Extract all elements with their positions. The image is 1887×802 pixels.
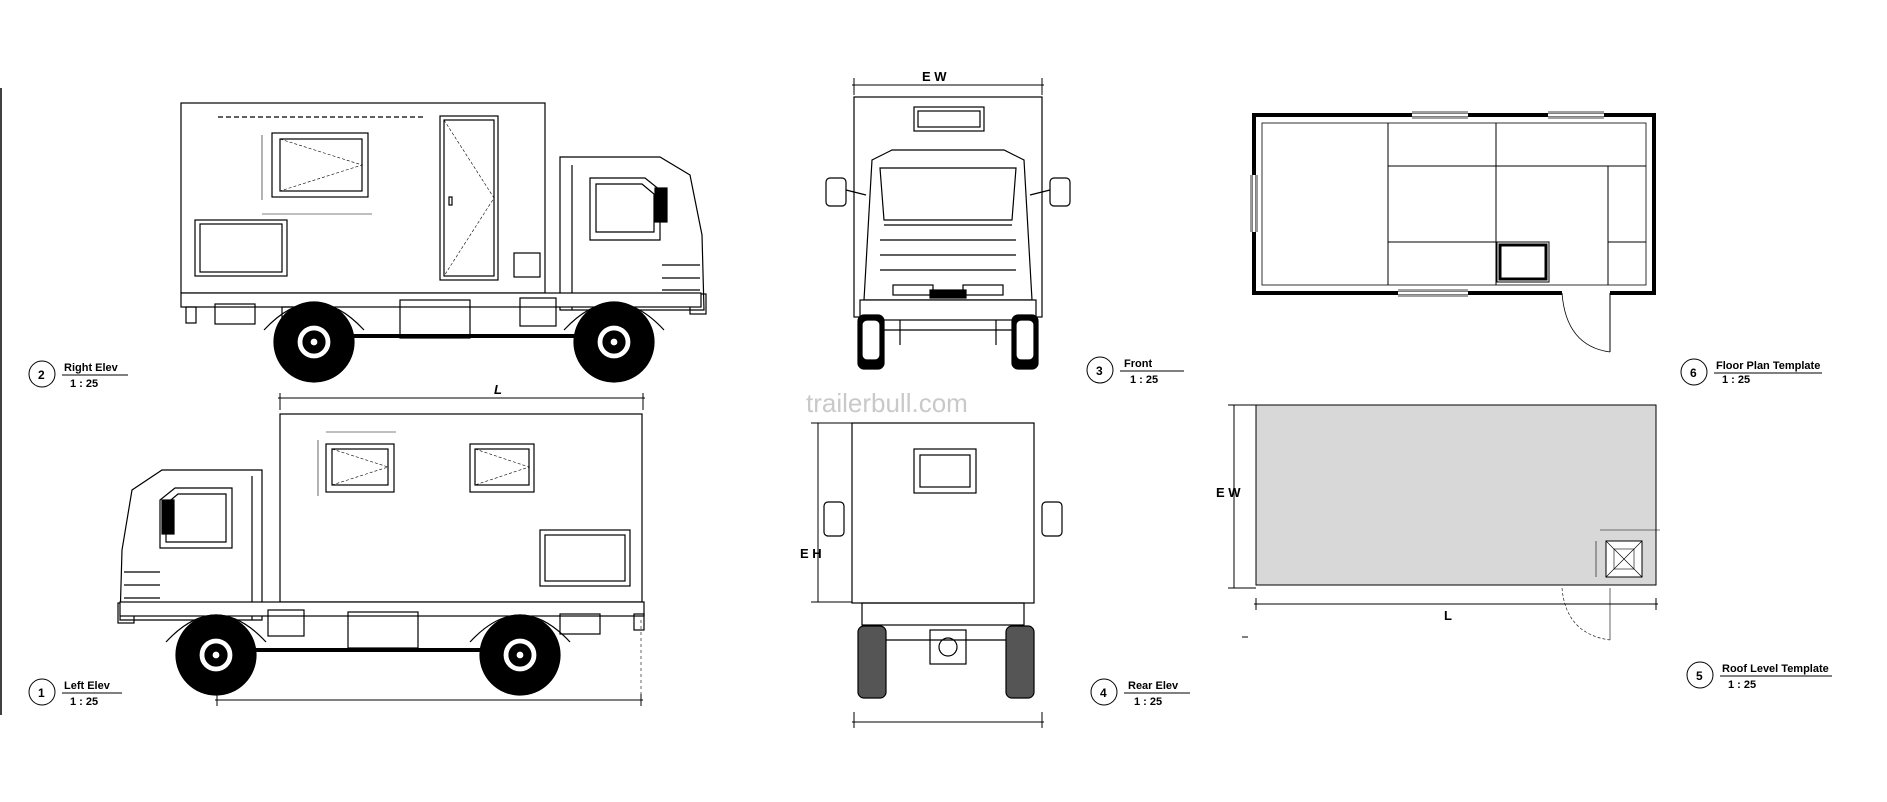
view-title: Right Elev bbox=[64, 362, 119, 374]
view-tag-floor-plan: 6 Floor Plan Template 1 : 25 bbox=[1680, 358, 1822, 386]
left-elevation-drawing bbox=[117, 393, 645, 706]
view-number: 6 bbox=[1690, 366, 1697, 380]
view-tag-front: 3 Front 1 : 25 bbox=[1086, 356, 1184, 386]
view-scale: 1 : 25 bbox=[70, 696, 98, 708]
length-dimension-label-left: L bbox=[494, 382, 502, 397]
view-number: 1 bbox=[38, 686, 45, 700]
view-number: 4 bbox=[1100, 686, 1107, 700]
view-title: Rear Elev bbox=[1128, 680, 1179, 692]
view-number: 3 bbox=[1096, 364, 1103, 378]
view-number: 2 bbox=[38, 368, 45, 382]
floor-plan-drawing bbox=[1250, 111, 1656, 353]
watermark: trailerbull.com bbox=[806, 388, 968, 418]
view-scale: 1 : 25 bbox=[1722, 374, 1750, 386]
view-title: Left Elev bbox=[64, 680, 111, 692]
rear-elevation-drawing bbox=[811, 422, 1063, 728]
view-scale: 1 : 25 bbox=[70, 378, 98, 390]
view-tag-right-elev: 2 Right Elev 1 : 25 bbox=[28, 360, 128, 390]
view-number: 5 bbox=[1696, 669, 1703, 683]
width-dimension-label-front: E W bbox=[922, 69, 947, 84]
height-dimension-label-rear: E H bbox=[800, 546, 822, 561]
view-tag-roof-level: 5 Roof Level Template 1 : 25 bbox=[1686, 661, 1832, 691]
view-scale: 1 : 25 bbox=[1130, 374, 1158, 386]
view-title: Front bbox=[1124, 358, 1152, 370]
view-title: Roof Level Template bbox=[1722, 663, 1829, 675]
length-dimension-label-roof: L bbox=[1444, 608, 1452, 623]
front-elevation-drawing bbox=[825, 78, 1071, 370]
view-tag-rear-elev: 4 Rear Elev 1 : 25 bbox=[1090, 678, 1190, 708]
right-elevation-drawing bbox=[180, 102, 707, 383]
width-dimension-label-roof: E W bbox=[1216, 485, 1241, 500]
view-scale: 1 : 25 bbox=[1134, 696, 1162, 708]
view-tag-left-elev: 1 Left Elev 1 : 25 bbox=[28, 678, 122, 708]
roof-plan-drawing bbox=[1228, 404, 1660, 641]
view-scale: 1 : 25 bbox=[1728, 679, 1756, 691]
view-title: Floor Plan Template bbox=[1716, 360, 1820, 372]
